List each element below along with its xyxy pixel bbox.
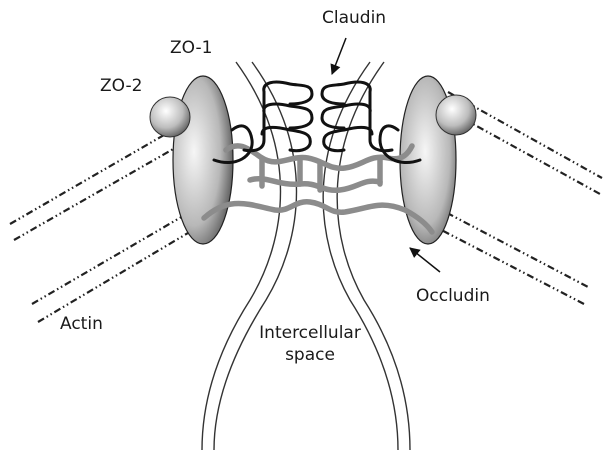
zo1-label: ZO-1 <box>170 38 212 58</box>
occludin-label: Occludin <box>416 286 490 306</box>
claudin-arrow <box>332 38 346 74</box>
claudin-label: Claudin <box>322 8 386 28</box>
occludin-arrow <box>410 248 440 272</box>
zo1-claudin-links <box>214 126 420 163</box>
actin-label: Actin <box>60 314 103 334</box>
intercellular-space-label: Intercellular space <box>250 322 370 366</box>
zo2-label: ZO-2 <box>100 76 142 96</box>
right-cell-membrane <box>323 62 410 450</box>
zo2-sphere-right <box>436 95 476 135</box>
zo2-sphere-left <box>150 97 190 137</box>
occludin-strand <box>204 146 432 232</box>
